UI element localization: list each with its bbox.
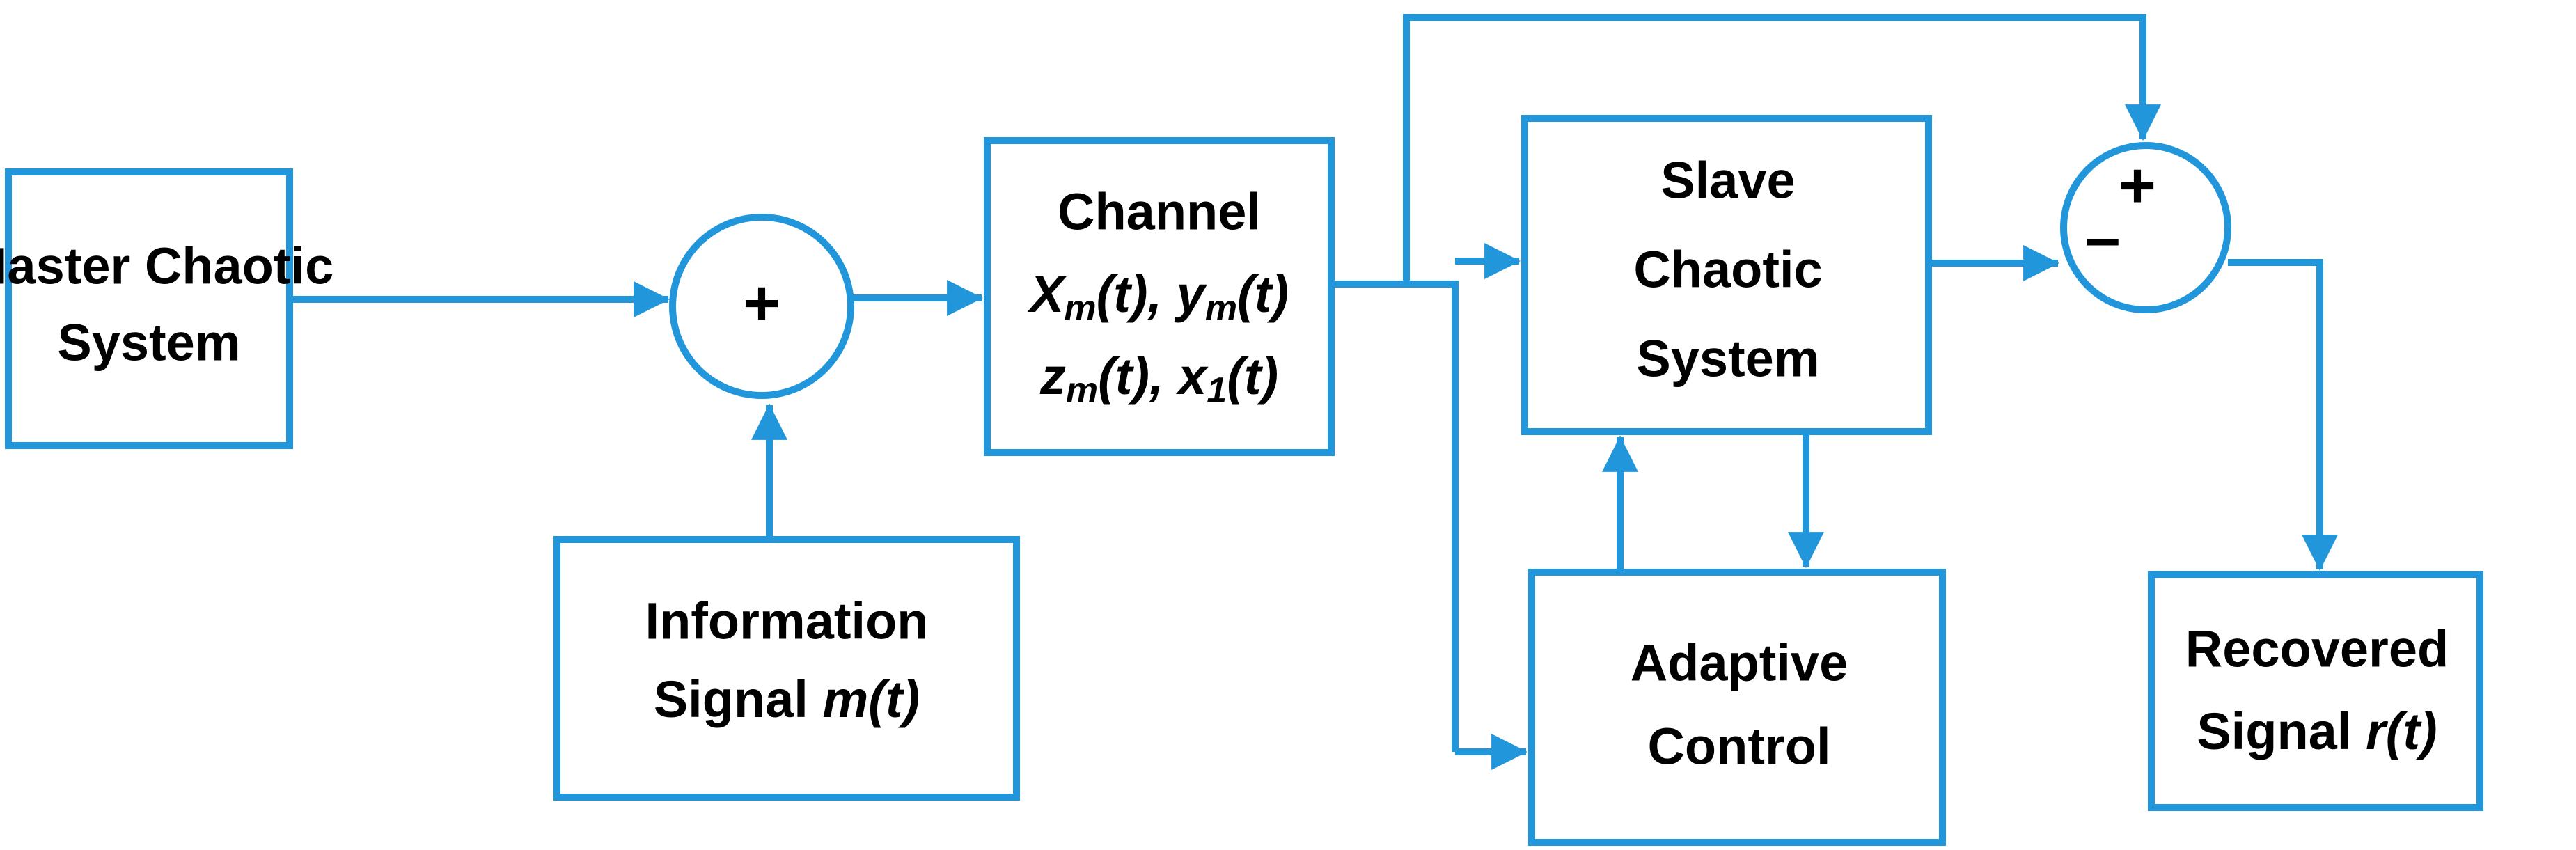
summing-junction-output[interactable]	[2060, 142, 2231, 313]
information-signal-line2: Signal m(t)	[654, 670, 920, 728]
information-signal-line1: Information	[645, 592, 929, 650]
adaptive-control-box[interactable]	[1528, 569, 1946, 846]
master-chaotic-system-line1: Master Chaotic	[0, 237, 333, 295]
information-signal-symbol: m(t)	[822, 670, 920, 728]
information-signal-box[interactable]	[553, 536, 1020, 801]
plus-sign-icon-input: +	[743, 267, 780, 338]
channel-x1-rest: (t)	[1227, 347, 1278, 405]
recovered-signal-line2: Signal r(t)	[2197, 702, 2437, 760]
recovered-signal-line1: Recovered	[2185, 620, 2449, 678]
channel-line1: Channel	[1058, 183, 1261, 241]
channel-xm-sub: m	[1064, 288, 1096, 329]
master-chaotic-system-line2: System	[57, 314, 240, 372]
channel-x1: x	[1175, 347, 1209, 405]
connection-channel-output-trunk	[1331, 281, 1459, 752]
summing-junction-input[interactable]	[669, 214, 854, 399]
channel-line3: zm(t), x1(t)	[1039, 347, 1278, 411]
slave-chaotic-system-line1: Slave	[1660, 152, 1795, 210]
channel-zm-sub: m	[1066, 370, 1098, 411]
slave-chaotic-system-line3: System	[1636, 330, 1819, 388]
information-signal-prefix: Signal	[654, 670, 823, 728]
channel-x1-sub: 1	[1207, 370, 1227, 411]
master-chaotic-system-box[interactable]	[5, 168, 293, 449]
channel-xm: X	[1027, 265, 1067, 323]
recovered-signal-symbol: r(t)	[2366, 702, 2437, 760]
channel-ym-sub: m	[1205, 288, 1237, 329]
channel-zm-rest: (t),	[1098, 347, 1178, 405]
channel-box[interactable]	[984, 137, 1335, 456]
recovered-signal-box[interactable]	[2148, 571, 2483, 811]
channel-ym-rest: (t)	[1237, 265, 1289, 323]
connection-channel-to-sum2-feedback	[1403, 14, 2161, 284]
slave-chaotic-system-line2: Chaotic	[1633, 241, 1822, 299]
connection-sum2-to-recovered	[2228, 259, 2338, 572]
slave-chaotic-system-box[interactable]	[1521, 115, 1932, 435]
channel-line2: Xm(t), ym(t)	[1027, 265, 1289, 329]
adaptive-control-line1: Adaptive	[1631, 634, 1848, 692]
channel-ym: y	[1174, 265, 1208, 323]
minus-sign-icon-output: –	[2084, 202, 2120, 273]
channel-xm-rest: (t),	[1097, 265, 1177, 323]
recovered-signal-prefix: Signal	[2197, 702, 2366, 760]
adaptive-control-line2: Control	[1647, 718, 1830, 776]
channel-zm: z	[1039, 347, 1066, 405]
plus-sign-icon-output: +	[2119, 150, 2156, 221]
